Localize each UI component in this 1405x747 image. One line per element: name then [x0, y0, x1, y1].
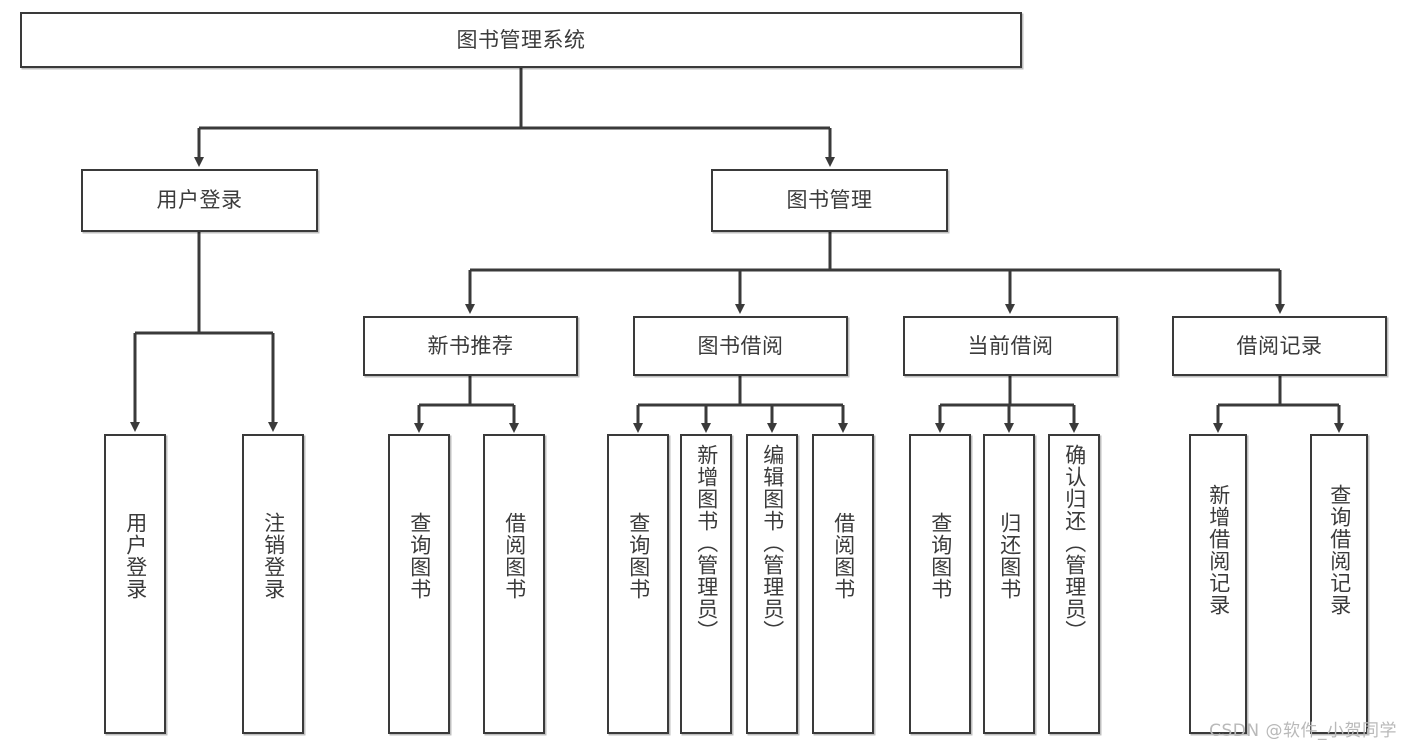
node-leaf-logout-label: 注销登录	[261, 512, 286, 600]
node-leaf-query-book-2-label: 查询图书	[626, 512, 651, 600]
node-book-borrow-label: 图书借阅	[697, 333, 784, 358]
node-leaf-confirm-return-label: 确认归还（管理员）	[1062, 444, 1087, 642]
node-leaf-borrow-book-2[interactable]: 借阅图书	[812, 434, 874, 734]
node-leaf-edit-book-label: 编辑图书（管理员）	[760, 444, 785, 642]
watermark: CSDN @软件_小贺同学	[1209, 721, 1397, 741]
node-book-borrow[interactable]: 图书借阅	[633, 316, 848, 376]
node-new-book-rec[interactable]: 新书推荐	[363, 316, 578, 376]
node-leaf-query-book-1[interactable]: 查询图书	[388, 434, 450, 734]
node-root-label: 图书管理系统	[456, 27, 586, 52]
node-borrow-record-label: 借阅记录	[1236, 333, 1323, 358]
node-leaf-query-book-2[interactable]: 查询图书	[607, 434, 669, 734]
node-leaf-query-book-3-label: 查询图书	[928, 512, 953, 600]
node-leaf-borrow-book-2-label: 借阅图书	[831, 512, 856, 600]
node-leaf-query-record[interactable]: 查询借阅记录	[1310, 434, 1368, 734]
node-leaf-user-login[interactable]: 用户登录	[104, 434, 166, 734]
node-leaf-add-book-label: 新增图书（管理员）	[694, 444, 719, 642]
node-new-book-rec-label: 新书推荐	[427, 333, 514, 358]
node-user-login[interactable]: 用户登录	[81, 169, 318, 232]
node-leaf-query-book-1-label: 查询图书	[407, 512, 432, 600]
node-current-borrow[interactable]: 当前借阅	[903, 316, 1118, 376]
node-user-login-label: 用户登录	[156, 188, 243, 213]
node-leaf-add-record-label: 新增借阅记录	[1206, 484, 1231, 616]
node-leaf-return-book[interactable]: 归还图书	[983, 434, 1035, 734]
node-leaf-logout[interactable]: 注销登录	[242, 434, 304, 734]
node-borrow-record[interactable]: 借阅记录	[1172, 316, 1387, 376]
node-leaf-add-book[interactable]: 新增图书（管理员）	[680, 434, 732, 734]
node-leaf-borrow-book-1[interactable]: 借阅图书	[483, 434, 545, 734]
node-book-manage[interactable]: 图书管理	[711, 169, 948, 232]
node-leaf-confirm-return[interactable]: 确认归还（管理员）	[1048, 434, 1100, 734]
node-leaf-query-book-3[interactable]: 查询图书	[909, 434, 971, 734]
node-leaf-query-record-label: 查询借阅记录	[1327, 484, 1352, 616]
node-book-manage-label: 图书管理	[786, 188, 873, 213]
node-leaf-return-book-label: 归还图书	[997, 512, 1022, 600]
node-root[interactable]: 图书管理系统	[20, 12, 1022, 68]
node-leaf-add-record[interactable]: 新增借阅记录	[1189, 434, 1247, 734]
node-current-borrow-label: 当前借阅	[967, 333, 1054, 358]
node-leaf-edit-book[interactable]: 编辑图书（管理员）	[746, 434, 798, 734]
node-leaf-user-login-label: 用户登录	[123, 512, 148, 600]
node-leaf-borrow-book-1-label: 借阅图书	[502, 512, 527, 600]
